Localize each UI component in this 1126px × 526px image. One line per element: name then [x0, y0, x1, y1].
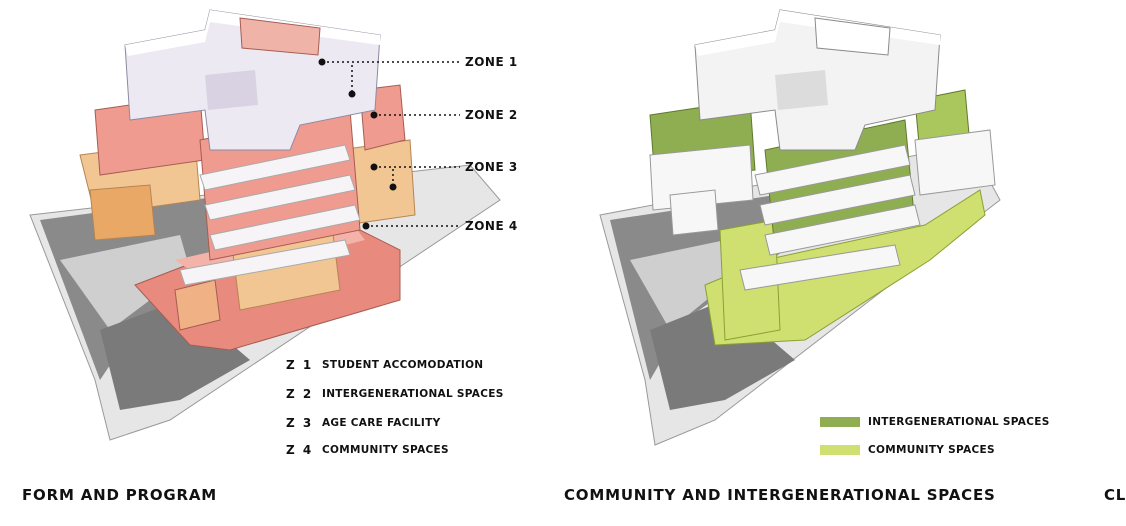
legend-text: INTERGENERATIONAL SPACES [322, 388, 504, 400]
legend-text: INTERGENERATIONAL SPACES [868, 416, 1050, 428]
legend-code: Z 1 [286, 358, 322, 372]
legend-z2: Z 2 INTERGENERATIONAL SPACES [286, 387, 504, 401]
right-panel-title: COMMUNITY AND INTERGENERATIONAL SPACES [564, 486, 996, 504]
legend-code: Z 4 [286, 443, 322, 457]
legend-code: Z 3 [286, 416, 322, 430]
left-panel-title: FORM AND PROGRAM [22, 486, 217, 504]
zone-3-label: ZONE 3 [465, 160, 518, 174]
legend-z3: Z 3 AGE CARE FACILITY [286, 416, 441, 430]
legend-text: AGE CARE FACILITY [322, 417, 441, 429]
legend-community: COMMUNITY SPACES [820, 444, 995, 456]
swatch-intergenerational [820, 417, 860, 427]
legend-z1: Z 1 STUDENT ACCOMODATION [286, 358, 483, 372]
legend-intergenerational: INTERGENERATIONAL SPACES [820, 416, 1050, 428]
community-spaces-model [575, 0, 1095, 470]
cut-off-title: CL [1104, 486, 1126, 504]
zone-2-label: ZONE 2 [465, 108, 518, 122]
legend-code: Z 2 [286, 387, 322, 401]
zone-4-label: ZONE 4 [465, 219, 518, 233]
legend-z4: Z 4 COMMUNITY SPACES [286, 443, 449, 457]
legend-text: COMMUNITY SPACES [322, 444, 449, 456]
legend-text: COMMUNITY SPACES [868, 444, 995, 456]
zone-1-label: ZONE 1 [465, 55, 518, 69]
swatch-community [820, 445, 860, 455]
legend-text: STUDENT ACCOMODATION [322, 359, 483, 371]
